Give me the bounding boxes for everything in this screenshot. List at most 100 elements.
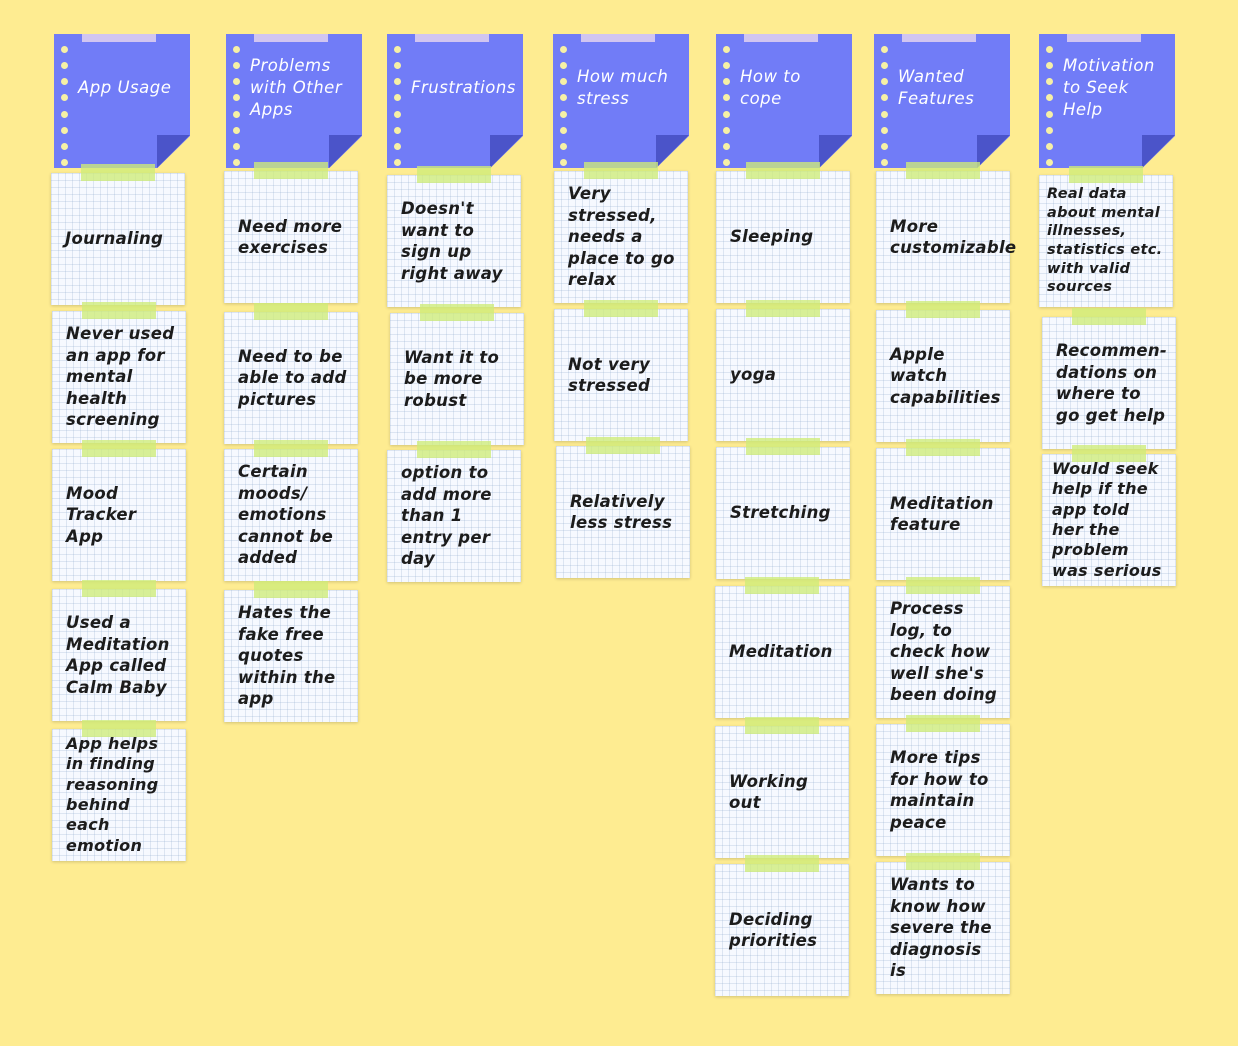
column-app-usage: App Usage Journaling Never used an app f… [54, 0, 194, 1046]
tape [744, 34, 818, 42]
sticky-note[interactable]: Stretching [716, 438, 850, 579]
column-motivation-to-seek-help: Motivation to Seek Help Real data about … [1039, 0, 1179, 1046]
tape [254, 440, 328, 457]
note-text: Sleeping [730, 227, 814, 247]
column-title: Wanted Features [898, 67, 975, 108]
note-text: Deciding priorities [729, 909, 818, 951]
column-wanted-features: Wanted Features More customizable Apple … [874, 0, 1016, 1046]
tape [584, 162, 658, 179]
note-text: Meditation [729, 642, 833, 662]
sticky-note[interactable]: Used a Meditation App called Calm Baby [52, 580, 186, 721]
tape [254, 34, 328, 42]
note-text: Certain moods/ emotions cannot be added [238, 462, 334, 568]
tape [82, 580, 156, 597]
header-note[interactable]: Frustrations [387, 34, 523, 168]
tape [1072, 445, 1146, 462]
column-title: Motivation to Seek Help [1063, 56, 1155, 119]
sticky-note[interactable]: Process log, to check how well she's bee… [876, 577, 1010, 718]
note-text: Working out [729, 771, 809, 813]
column-title: Problems with Other Apps [250, 56, 343, 119]
page-fold [490, 135, 523, 168]
tape [82, 34, 156, 42]
sticky-note[interactable]: Very stressed, needs a place to go relax [554, 162, 688, 303]
tape [902, 34, 976, 42]
sticky-note[interactable]: Need more exercises [224, 162, 358, 303]
tape [746, 438, 820, 455]
sticky-note[interactable]: Journaling [51, 164, 185, 305]
tape [906, 715, 980, 732]
note-text: Process log, to check how well she's bee… [890, 599, 998, 705]
note-text: Never used an app for mental health scre… [66, 324, 175, 430]
sticky-note[interactable]: Wants to know how severe the diagnosis i… [876, 853, 1010, 994]
note-text: Want it to be more robust [404, 347, 500, 410]
tape [745, 855, 819, 872]
tape [906, 162, 980, 179]
sticky-note[interactable]: Meditation [715, 577, 849, 718]
tape [254, 581, 328, 598]
binder-holes [723, 46, 731, 166]
sticky-note[interactable]: Certain moods/ emotions cannot be added [224, 440, 358, 581]
note-text: Would seek help if the app told her the … [1052, 458, 1162, 580]
sticky-note[interactable]: Need to be able to add pictures [224, 303, 358, 444]
header-note[interactable]: How much stress [553, 34, 689, 168]
tape [906, 577, 980, 594]
sticky-note[interactable]: Want it to be more robust [390, 304, 524, 445]
sticky-note[interactable]: Mood Tracker App [52, 440, 186, 581]
column-title: How much stress [577, 67, 669, 108]
sticky-note[interactable]: Sleeping [716, 162, 850, 303]
tape [1072, 308, 1146, 325]
note-text: Need more exercises [238, 216, 343, 258]
note-text: Mood Tracker App [66, 483, 137, 546]
tape [906, 301, 980, 318]
note-text: Doesn't want to sign up right away [401, 199, 503, 283]
binder-holes [61, 46, 69, 166]
column-frustrations: Frustrations Doesn't want to sign up rig… [387, 0, 527, 1046]
sticky-note[interactable]: Working out [715, 717, 849, 858]
header-note[interactable]: Wanted Features [874, 34, 1010, 168]
column-how-to-cope: How to cope Sleeping yoga Stretching Med… [716, 0, 856, 1046]
tape [420, 304, 494, 321]
note-text: Wants to know how severe the diagnosis i… [890, 875, 992, 981]
sticky-note[interactable]: Meditation feature [876, 439, 1010, 580]
sticky-note[interactable]: Hates the fake free quotes within the ap… [224, 581, 358, 722]
sticky-note[interactable]: Relatively less stress [556, 437, 690, 578]
column-title: Frustrations [411, 78, 516, 97]
page-fold [1142, 135, 1175, 168]
header-note[interactable]: App Usage [54, 34, 190, 168]
sticky-note[interactable]: Would seek help if the app told her the … [1042, 445, 1176, 586]
sticky-note[interactable]: yoga [716, 300, 850, 441]
header-note[interactable]: Problems with Other Apps [226, 34, 362, 168]
sticky-note[interactable]: Deciding priorities [715, 855, 849, 996]
tape [82, 440, 156, 457]
tape [82, 302, 156, 319]
tape [906, 439, 980, 456]
header-note[interactable]: How to cope [716, 34, 852, 168]
sticky-note[interactable]: More tips for how to maintain peace [876, 715, 1010, 856]
note-text: Need to be able to add pictures [238, 346, 347, 409]
header-note[interactable]: Motivation to Seek Help [1039, 34, 1175, 168]
binder-holes [881, 46, 889, 166]
sticky-note[interactable]: option to add more than 1 entry per day [387, 441, 521, 582]
column-title: App Usage [78, 78, 172, 97]
tape [415, 34, 489, 42]
sticky-note[interactable]: Never used an app for mental health scre… [52, 302, 186, 443]
note-text: App helps in finding reasoning behind ea… [66, 733, 159, 855]
sticky-note[interactable]: Doesn't want to sign up right away [387, 166, 521, 307]
sticky-note[interactable]: Not very stressed [554, 300, 688, 441]
sticky-note[interactable]: Real data about mental illnesses, statis… [1039, 166, 1173, 307]
note-text: More tips for how to maintain peace [890, 748, 989, 832]
note-text: Hates the fake free quotes within the ap… [238, 603, 336, 709]
note-text: Very stressed, needs a place to go relax [568, 184, 675, 290]
binder-holes [560, 46, 568, 166]
tape [745, 577, 819, 594]
binder-holes [233, 46, 241, 166]
note-text: Real data about mental illnesses, statis… [1047, 186, 1163, 296]
sticky-note[interactable]: Recommen-dations on where to go get help [1042, 308, 1176, 449]
sticky-note[interactable]: Apple watch capabilities [876, 301, 1010, 442]
note-text: Recommen-dations on where to go get help [1056, 341, 1168, 425]
sticky-note[interactable]: App helps in finding reasoning behind ea… [52, 720, 186, 861]
sticky-note[interactable]: More customizable [876, 162, 1016, 303]
note-text: option to add more than 1 entry per day [401, 463, 492, 569]
note-text: Relatively less stress [570, 491, 673, 533]
